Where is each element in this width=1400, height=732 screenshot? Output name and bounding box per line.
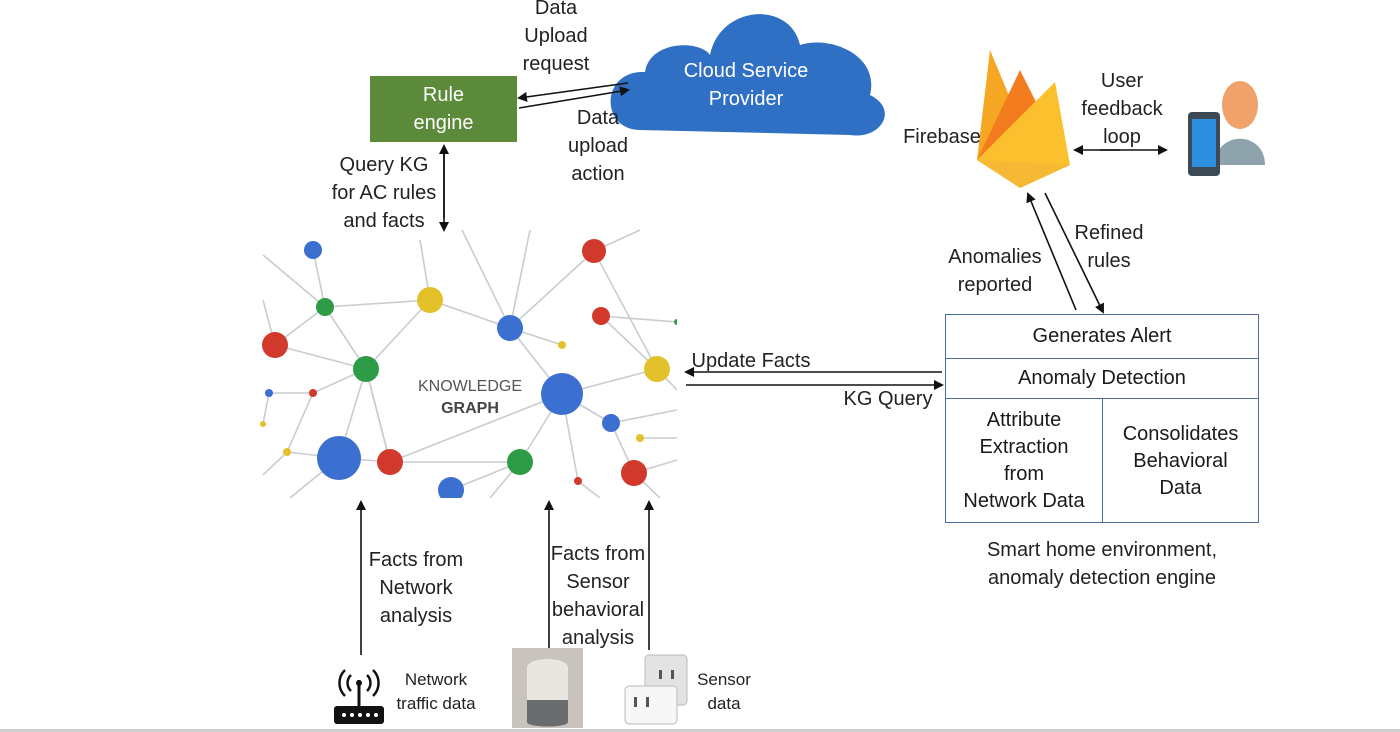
label-network-traffic-data: Network traffic data: [396, 670, 476, 713]
kg-node: [265, 389, 273, 397]
kg-node: [316, 298, 334, 316]
kg-node: [438, 477, 464, 503]
label-data-upload-request: Data Upload request: [522, 0, 590, 75]
kg-node: [417, 287, 443, 313]
knowledge-graph-title: KNOWLEDGE GRAPH: [410, 376, 530, 420]
smart-plug-icon: [624, 654, 688, 725]
arrow-refined-rules: [1044, 192, 1104, 314]
cloud-icon: [610, 14, 885, 136]
anomaly-engine-panel: Generates Alert Anomaly Detection Attrib…: [945, 314, 1259, 523]
kg-title-line2: GRAPH: [441, 400, 499, 417]
anomaly-detection-row: Anomaly Detection: [946, 359, 1258, 399]
label-anomalies-reported: Anomalies reported: [948, 246, 1042, 296]
kg-title-line1: KNOWLEDGE: [417, 378, 522, 395]
arrow-upload-request: [517, 82, 629, 102]
kg-node: [262, 332, 288, 358]
cloud-service-provider-label: Cloud Service Provider: [683, 60, 809, 110]
label-firebase: Firebase: [903, 126, 981, 148]
user-phone-icon: [1188, 81, 1265, 176]
kg-node: [621, 460, 647, 486]
kg-node: [309, 389, 317, 397]
label-refined-rules: Refined rules: [1074, 222, 1144, 272]
kg-node: [644, 356, 670, 382]
label-data-upload-action: Data upload action: [567, 107, 629, 185]
consolidates-behavioral-cell: Consolidates Behavioral Data: [1122, 422, 1239, 499]
bottom-divider: [0, 729, 1400, 732]
kg-node: [541, 373, 583, 415]
label-query-kg: Query KG for AC rules and facts: [331, 154, 437, 232]
kg-node: [377, 449, 403, 475]
rule-engine-box: Rule engine: [370, 76, 517, 142]
kg-node: [283, 448, 291, 456]
smart-speaker-icon: [512, 648, 583, 728]
firebase-flame-icon: [977, 50, 1070, 188]
arrow-anomalies-reported: [1026, 192, 1077, 311]
label-kg-query: KG Query: [843, 388, 933, 410]
label-sensor-data: Sensor data: [697, 670, 751, 713]
label-facts-sensor: Facts from Sensor behavioral analysis: [550, 543, 646, 649]
kg-node: [304, 241, 322, 259]
kg-node: [353, 356, 379, 382]
label-user-feedback-loop: User feedback loop: [1081, 70, 1163, 148]
kg-node: [636, 434, 644, 442]
kg-node: [558, 341, 566, 349]
kg-node: [507, 449, 533, 475]
label-facts-network: Facts from Network analysis: [368, 549, 464, 627]
arrows: [356, 82, 1168, 655]
router-icon: [334, 669, 384, 724]
arrow-upload-action: [518, 86, 630, 109]
generates-alert-row: Generates Alert: [946, 315, 1258, 359]
label-update-facts: Update Facts: [691, 350, 811, 372]
knowledge-graph-nodes: [260, 239, 680, 503]
kg-node: [592, 307, 610, 325]
kg-node: [602, 414, 620, 432]
kg-node: [317, 436, 361, 480]
smart-home-caption: Smart home environment, anomaly detectio…: [986, 539, 1218, 589]
kg-node: [497, 315, 523, 341]
kg-node: [260, 421, 266, 427]
attribute-extraction-cell: Attribute Extraction from Network Data: [946, 399, 1103, 523]
kg-node: [582, 239, 606, 263]
kg-node: [574, 477, 582, 485]
